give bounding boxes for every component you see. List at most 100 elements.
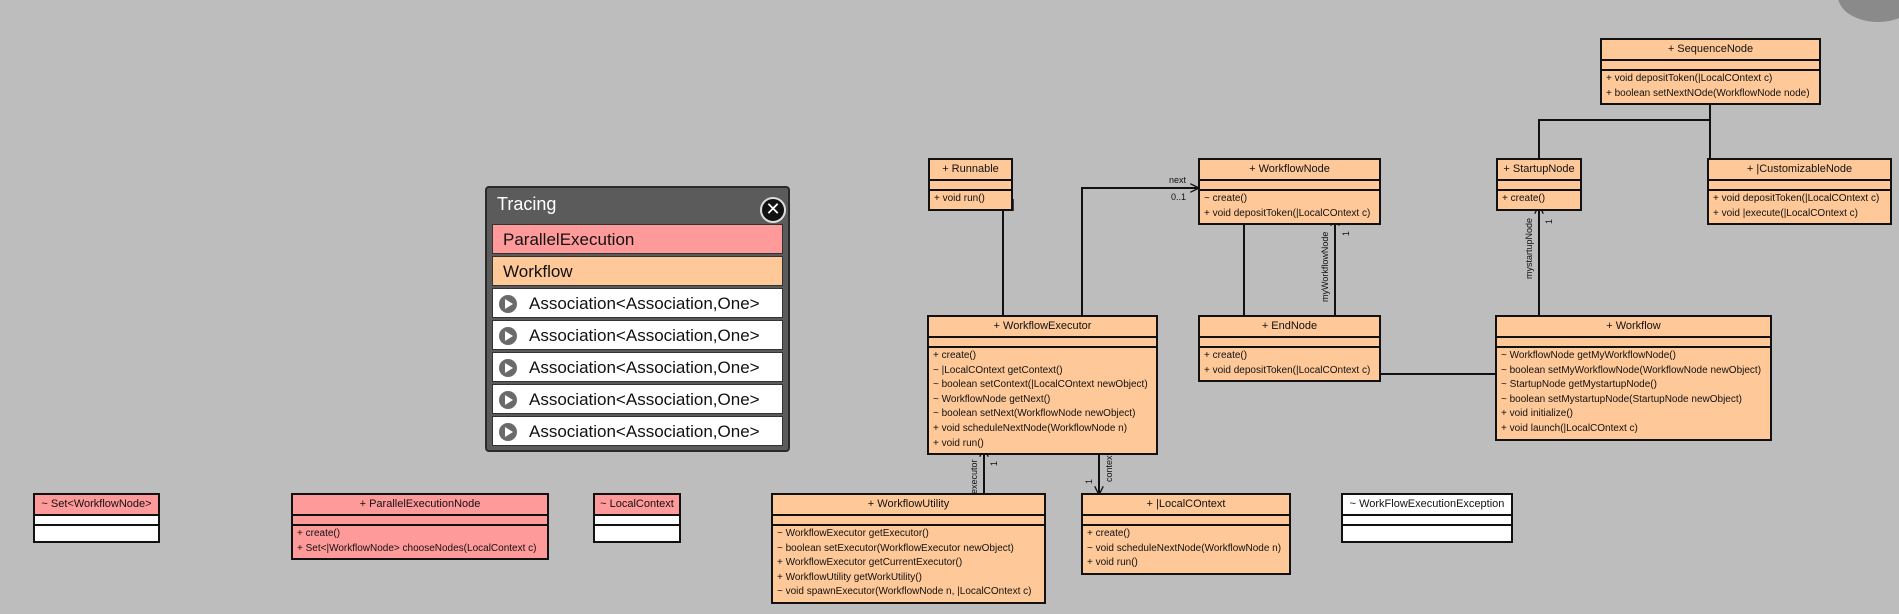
operation: ~ boolean setMyWorkflowNode(WorkflowNode… — [1501, 364, 1762, 376]
class-i-local-context[interactable]: + |LocalCOntext + create() ~ void schedu… — [1081, 493, 1291, 575]
class-name: ~ Set<WorkflowNode> — [35, 495, 158, 516]
class-attributes — [1709, 181, 1890, 191]
tracing-title: Tracing — [497, 194, 557, 214]
class-workflow-node[interactable]: + WorkflowNode ~ create() + void deposit… — [1198, 158, 1381, 226]
class-name: + WorkflowUtility — [773, 495, 1044, 516]
operation: + create() — [1502, 193, 1546, 204]
class-operations: + void depositToken(|LocalCOntext c) + b… — [1602, 71, 1819, 104]
edge-label-mystartupnode: mystartupNode — [1524, 217, 1534, 279]
class-operations — [1343, 526, 1511, 541]
executor-next-association — [1081, 188, 1198, 316]
edge-label-next: next — [1169, 175, 1187, 185]
class-attributes — [929, 338, 1156, 348]
tracing-item-workflow[interactable]: Workflow — [492, 256, 783, 286]
class-set-workflow-node[interactable]: ~ Set<WorkflowNode> — [33, 493, 160, 543]
tracing-association-row[interactable]: Association<Association,One> — [492, 320, 783, 350]
operation: + void scheduleNextNode(WorkflowNode n) — [933, 422, 1128, 434]
operation: + void initialize() — [1501, 408, 1573, 420]
class-startup-node[interactable]: + StartupNode + create() — [1496, 158, 1582, 211]
edge-multiplicity-context: 1 — [1084, 478, 1094, 484]
tracing-association-row[interactable]: Association<Association,One> — [492, 288, 783, 318]
class-sequence-node[interactable]: + SequenceNode + void depositToken(|Loca… — [1600, 38, 1821, 106]
class-attributes — [1497, 338, 1770, 348]
operation: ~ void scheduleNextNode(WorkflowNode n) — [1087, 542, 1282, 554]
play-icon[interactable] — [499, 295, 517, 313]
operation: + create() — [1204, 350, 1248, 361]
tracing-association-row[interactable]: Association<Association,One> — [492, 416, 783, 446]
class-name: + ParallelExecutionNode — [293, 495, 547, 516]
close-icon[interactable]: ✕ — [760, 197, 786, 223]
class-workflow-utility[interactable]: + WorkflowUtility ~ WorkflowExecutor get… — [771, 493, 1046, 604]
operation: + WorkflowUtility getWorkUtility() — [777, 571, 922, 583]
operation: + void depositToken(|LocalCOntext c) — [1204, 207, 1371, 219]
class-name: + |CustomizableNode — [1709, 160, 1890, 181]
edge-label-context: context — [1104, 452, 1114, 482]
association-label: Association<Association,One> — [529, 390, 760, 409]
class-operations: + create() — [1498, 191, 1580, 209]
class-workflow-executor[interactable]: + WorkflowExecutor + create() ~ |LocalCO… — [927, 315, 1158, 456]
operation: + void depositToken(|LocalCOntext c) — [1606, 73, 1773, 84]
operation: ~ boolean setMystartupNode(StartupNode n… — [1501, 393, 1742, 405]
class-runnable[interactable]: + Runnable + void run() — [928, 158, 1013, 211]
edge-multiplicity-myworkflownode: 1 — [1341, 230, 1351, 236]
operation: ~ boolean setExecutor(WorkflowExecutor n… — [777, 542, 1014, 554]
class-operations: ~ WorkflowExecutor getExecutor() ~ boole… — [773, 526, 1044, 602]
play-icon[interactable] — [499, 423, 517, 441]
class-name: + |LocalCOntext — [1083, 495, 1289, 516]
edge-multiplicity-mystartupnode: 1 — [1544, 218, 1554, 224]
class-end-node[interactable]: + EndNode + create() + void depositToken… — [1198, 315, 1381, 383]
tracing-association-row[interactable]: Association<Association,One> — [492, 384, 783, 414]
operation: + void run() — [933, 437, 984, 449]
operation: ~ create() — [1204, 193, 1248, 204]
class-operations — [595, 526, 679, 541]
operation: ~ WorkflowExecutor getExecutor() — [777, 528, 929, 539]
class-name: + WorkflowNode — [1200, 160, 1379, 181]
class-operations: + create() ~ |LocalCOntext getContext() … — [929, 348, 1156, 454]
association-label: Association<Association,One> — [529, 358, 760, 377]
tracing-association-row[interactable]: Association<Association,One> — [492, 352, 783, 382]
class-attributes — [1498, 181, 1580, 191]
class-name: + Workflow — [1497, 317, 1770, 338]
operation: ~ void spawnExecutor(WorkflowNode n, |Lo… — [777, 586, 1032, 598]
edge-label-executor: executor — [969, 459, 979, 494]
association-label: Association<Association,One> — [529, 294, 760, 313]
operation: ~ boolean setNext(WorkflowNode newObject… — [933, 408, 1136, 420]
operation: + create() — [297, 528, 341, 539]
class-attributes — [1343, 516, 1511, 526]
class-operations: + create() + void depositToken(|LocalCOn… — [1200, 348, 1379, 381]
class-workflow-execution-exception[interactable]: ~ WorkFlowExecutionException — [1341, 493, 1513, 543]
startup-extends-sequence — [1538, 96, 1710, 160]
association-label: Association<Association,One> — [529, 326, 760, 345]
class-attributes — [35, 516, 158, 526]
class-name: + EndNode — [1200, 317, 1379, 338]
operation: + Set<|WorkflowNode> chooseNodes(LocalCo… — [297, 542, 537, 554]
association-label: Association<Association,One> — [529, 422, 760, 441]
corner-button-shape[interactable] — [1838, 0, 1899, 22]
operation: + void run() — [1087, 557, 1138, 569]
class-operations: + create() + Set<|WorkflowNode> chooseNo… — [293, 526, 547, 559]
operation: ~ WorkflowNode getNext() — [933, 393, 1051, 405]
play-icon[interactable] — [499, 391, 517, 409]
play-icon[interactable] — [499, 359, 517, 377]
operation: ~ boolean setContext(|LocalCOntext newOb… — [933, 379, 1148, 391]
class-attributes — [773, 516, 1044, 526]
class-name: + Runnable — [930, 160, 1011, 181]
class-attributes — [1083, 516, 1289, 526]
operation: + void |execute(|LocalCOntext c) — [1713, 207, 1858, 219]
class-name: + WorkflowExecutor — [929, 317, 1156, 338]
operation: ~ WorkflowNode getMyWorkflowNode() — [1501, 350, 1676, 361]
play-icon[interactable] — [499, 327, 517, 345]
class-local-context[interactable]: ~ LocalContext — [593, 493, 681, 543]
operation: + void depositToken(|LocalCOntext c) — [1713, 193, 1880, 204]
class-parallel-execution-node[interactable]: + ParallelExecutionNode + create() + Set… — [291, 493, 549, 561]
operation: + WorkflowExecutor getCurrentExecutor() — [777, 557, 963, 569]
class-workflow[interactable]: + Workflow ~ WorkflowNode getMyWorkflowN… — [1495, 315, 1772, 441]
class-attributes — [595, 516, 679, 526]
class-name: ~ WorkFlowExecutionException — [1343, 495, 1511, 516]
class-customizable-node[interactable]: + |CustomizableNode + void depositToken(… — [1707, 158, 1892, 226]
edge-multiplicity-next: 0..1 — [1171, 192, 1187, 202]
tracing-item-parallel-execution[interactable]: ParallelExecution — [492, 224, 783, 254]
tracing-panel: Tracing ✕ ParallelExecution Workflow Ass… — [485, 186, 790, 452]
class-operations: + void run() — [930, 191, 1011, 209]
